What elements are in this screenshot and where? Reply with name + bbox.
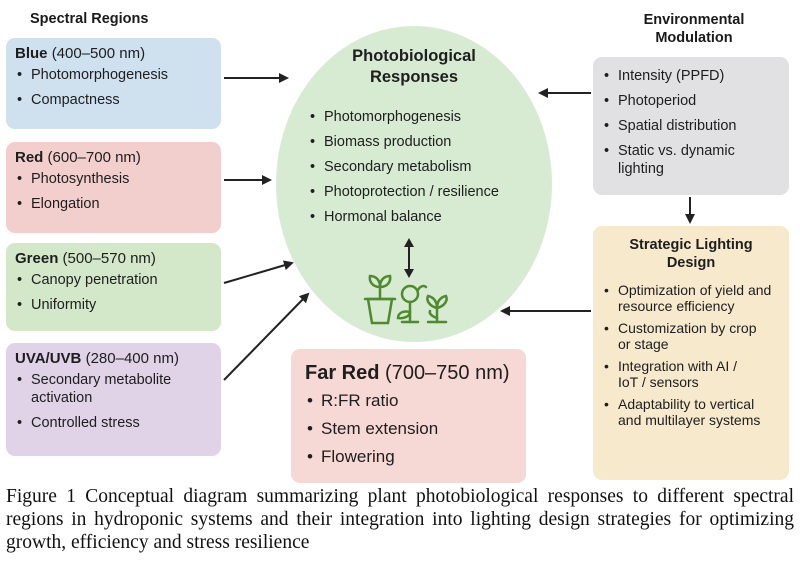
- red-region-range: (600–700 nm): [47, 149, 141, 166]
- blue-region-name: Blue: [15, 45, 48, 62]
- red-region-title: Red (600–700 nm): [15, 148, 212, 168]
- figure-caption: Figure 1 Conceptual diagram summarizing …: [6, 486, 794, 553]
- list-item: R:FR ratio: [305, 391, 512, 411]
- green-region-range: (500–570 nm): [62, 250, 156, 267]
- strategic-lighting-design-title: Strategic Lighting Design: [602, 236, 780, 272]
- environmental-modulation-box: Intensity (PPFD) Photoperiod Spatial dis…: [593, 57, 789, 195]
- far-red-region-title: Far Red (700–750 nm): [305, 361, 512, 385]
- environmental-modulation-heading: Environmental Modulation: [643, 12, 745, 46]
- list-item: Customization by crop or stage: [602, 320, 758, 352]
- green-region-title: Green (500–570 nm): [15, 249, 212, 269]
- uv-region-box: UVA/UVB (280–400 nm) Secondary metabolit…: [6, 343, 221, 456]
- arrow-green-to-center: [223, 260, 294, 284]
- arrow-down-head: [404, 269, 414, 278]
- list-item: Elongation: [15, 195, 212, 213]
- blue-region-range: (400–500 nm): [51, 45, 146, 62]
- plant-pot-icon: [363, 274, 397, 325]
- center-title-text: Photobiological Responses: [352, 47, 476, 86]
- list-item: Photoprotection / resilience: [308, 183, 548, 201]
- list-item: Photomorphogenesis: [15, 66, 212, 84]
- blue-region-title: Blue (400–500 nm): [15, 44, 212, 64]
- list-item: Photomorphogenesis: [308, 108, 548, 126]
- red-region-list: Photosynthesis Elongation: [15, 170, 212, 213]
- arrow-up-head: [404, 238, 414, 247]
- uv-region-title: UVA/UVB (280–400 nm): [15, 349, 212, 369]
- spectral-regions-heading: Spectral Regions: [30, 11, 149, 27]
- list-item: Photoperiod: [602, 92, 780, 110]
- red-region-name: Red: [15, 149, 44, 166]
- list-item: Adaptability to vertical and multilayer …: [602, 396, 778, 428]
- list-item: Biomass production: [308, 133, 548, 151]
- list-item: Static vs. dynamic lighting: [602, 142, 768, 178]
- seedling-icon: [426, 294, 448, 324]
- strategy-title-text: Strategic Lighting Design: [629, 237, 753, 271]
- far-red-region-box: Far Red (700–750 nm) R:FR ratio Stem ext…: [291, 349, 526, 483]
- far-red-region-name: Far Red: [305, 362, 380, 384]
- uv-region-list: Secondary metabolite activation Controll…: [15, 371, 212, 432]
- arrow-uv-to-center: [223, 292, 310, 381]
- list-item: Controlled stress: [15, 414, 212, 432]
- list-item: Uniformity: [15, 296, 212, 314]
- list-item: Compactness: [15, 91, 212, 109]
- far-red-region-list: R:FR ratio Stem extension Flowering: [305, 391, 512, 467]
- red-region-box: Red (600–700 nm) Photosynthesis Elongati…: [6, 142, 221, 233]
- list-item: Secondary metabolism: [308, 158, 548, 176]
- green-region-box: Green (500–570 nm) Canopy penetration Un…: [6, 243, 221, 331]
- list-item: Hormonal balance: [308, 208, 548, 226]
- uv-region-range: (280–400 nm): [85, 350, 179, 367]
- green-region-list: Canopy penetration Uniformity: [15, 271, 212, 314]
- uv-region-name: UVA/UVB: [15, 350, 82, 367]
- list-item: Stem extension: [305, 419, 512, 439]
- list-item: Flowering: [305, 447, 512, 467]
- list-item: Optimization of yield and resource effic…: [602, 282, 780, 314]
- list-item: Photosynthesis: [15, 170, 212, 188]
- plant-sprout-icon: [396, 284, 428, 324]
- list-item: Spatial distribution: [602, 117, 780, 135]
- blue-region-box: Blue (400–500 nm) Photomorphogenesis Com…: [6, 38, 221, 129]
- strategic-lighting-design-list: Optimization of yield and resource effic…: [602, 282, 780, 428]
- strategic-lighting-design-box: Strategic Lighting Design Optimization o…: [593, 226, 789, 480]
- blue-region-list: Photomorphogenesis Compactness: [15, 66, 212, 109]
- list-item: Integration with AI / IoT / sensors: [602, 358, 758, 390]
- photobiological-responses-title: Photobiological Responses: [276, 46, 552, 88]
- list-item: Canopy penetration: [15, 271, 212, 289]
- photobiological-responses-list: Photomorphogenesis Biomass production Se…: [308, 108, 548, 233]
- far-red-region-range: (700–750 nm): [385, 362, 510, 384]
- environmental-modulation-list: Intensity (PPFD) Photoperiod Spatial dis…: [602, 67, 780, 178]
- list-item: Secondary metabolite activation: [15, 371, 196, 407]
- green-region-name: Green: [15, 250, 59, 267]
- list-item: Intensity (PPFD): [602, 67, 780, 85]
